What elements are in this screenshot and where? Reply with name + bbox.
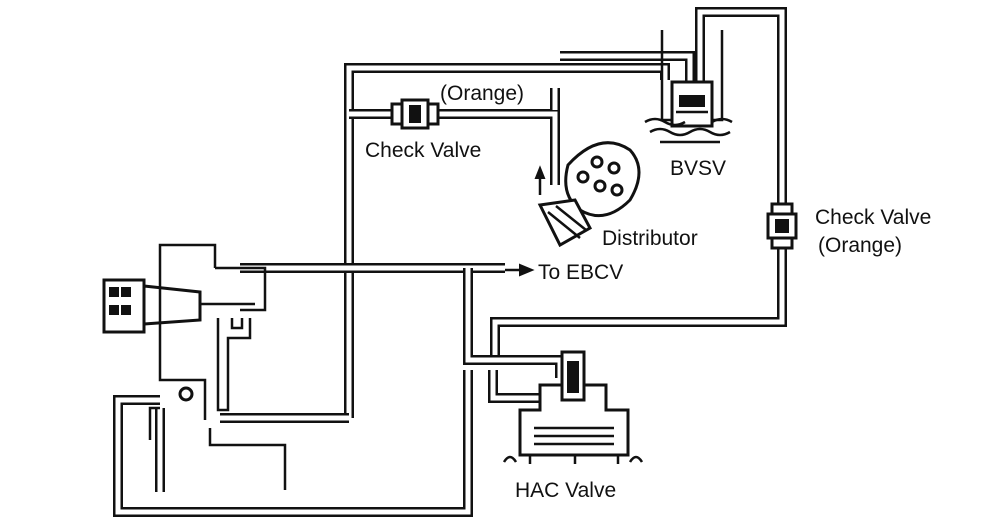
label-check-valve-left: Check Valve [365, 139, 482, 162]
label-orange-top: (Orange) [440, 82, 525, 105]
bvsv-icon [644, 30, 733, 144]
label-to-ebcv: To EBCV [538, 261, 624, 284]
check-valve-right-icon [766, 202, 798, 250]
distributor-icon [534, 141, 641, 248]
carburetor-icon [102, 243, 287, 490]
hac-valve-icon [502, 350, 644, 464]
label-check-valve-right-line1: Check Valve [815, 206, 932, 229]
ebcv-arrow-icon [505, 263, 535, 277]
label-check-valve-right-line2: (Orange) [818, 234, 903, 257]
label-distributor: Distributor [602, 227, 698, 250]
label-hac-valve: HAC Valve [515, 479, 617, 502]
check-valve-left-icon [390, 98, 440, 130]
label-bvsv: BVSV [670, 157, 727, 180]
